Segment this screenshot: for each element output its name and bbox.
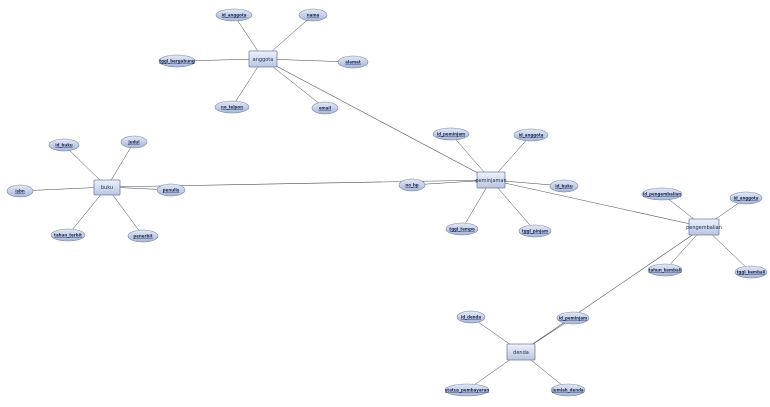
attribute-label: tggl_kembali [737, 270, 766, 275]
attribute[interactable]: judul [120, 135, 148, 149]
relationship-line[interactable] [490, 179, 705, 228]
attribute[interactable]: id_anggota [215, 8, 253, 22]
attribute-label: email [319, 106, 332, 111]
attribute-label: tahun_terbit [54, 233, 82, 238]
attribute[interactable]: jumlah_denda [550, 383, 586, 397]
attribute[interactable]: penerbit [127, 229, 159, 243]
attribute[interactable]: tggl_bergabung [158, 54, 196, 68]
attribute[interactable]: nama [298, 8, 328, 22]
attribute[interactable]: id_anggota [729, 191, 763, 205]
entity-label: pengembalian [686, 225, 722, 231]
attribute-label: id_buku [555, 184, 573, 189]
attribute[interactable]: tggl_tempo [445, 222, 479, 236]
attribute[interactable]: id_peminjam [556, 311, 590, 325]
entity-label: buku [101, 185, 113, 191]
attribute-label: no_telpon [221, 105, 243, 110]
attribute-label: id_buku [55, 143, 73, 148]
relationship-line[interactable] [520, 226, 705, 353]
attribute[interactable]: id_buku [549, 179, 579, 193]
attribute-label: jumlah_denda [551, 388, 584, 393]
attribute-label: tahun_kembali [649, 268, 683, 273]
entity-label: anggota [253, 57, 274, 63]
entity-label: peminjaman [475, 178, 506, 184]
entity-pengembalian[interactable]: pengembalian [686, 218, 722, 236]
relationship-line[interactable] [262, 58, 492, 181]
attribute-label: isbn [15, 189, 25, 194]
attribute-label: id_denda [461, 315, 482, 320]
attribute[interactable]: alamat [337, 55, 369, 69]
attribute[interactable]: penulis [156, 183, 186, 197]
attributes: id_anggota nama tggl_bergabung alamat no… [6, 8, 768, 397]
attribute-label: tggl_bergabung [159, 59, 195, 64]
attribute-label: no_hp [405, 183, 418, 188]
attribute-label: id_peminjam [559, 316, 587, 321]
attribute-label: status_pembayaran [445, 388, 489, 393]
entities: anggota buku peminjaman pengembalian den… [93, 50, 722, 361]
attribute[interactable]: tggl_pinjam [518, 224, 552, 238]
attribute-label: tggl_pinjam [522, 229, 548, 234]
relationships [106, 58, 705, 353]
attribute[interactable]: id_denda [456, 310, 486, 324]
attribute[interactable]: tahun_terbit [50, 228, 86, 242]
entity-denda[interactable]: denda [506, 343, 536, 361]
attribute-label: id_anggota [519, 133, 544, 138]
attribute-label: penulis [163, 188, 180, 193]
entity-buku[interactable]: buku [93, 179, 121, 196]
attribute-label: penerbit [133, 234, 152, 239]
attribute-label: nama [307, 13, 320, 18]
attribute[interactable]: id_buku [48, 138, 80, 152]
attribute-label: tggl_tempo [449, 227, 475, 232]
attribute[interactable]: tggl_kembali [734, 265, 768, 279]
attribute-label: id_peminjam [437, 132, 465, 137]
entity-label: denda [513, 350, 529, 356]
attribute[interactable]: no_hp [398, 178, 426, 192]
attribute[interactable]: id_peminjam [432, 127, 470, 141]
attribute-label: id_anggota [222, 13, 247, 18]
entity-anggota[interactable]: anggota [248, 50, 278, 68]
entity-peminjaman[interactable]: peminjaman [475, 171, 507, 189]
attribute-label: id_anggota [734, 196, 759, 201]
attribute[interactable]: email [311, 101, 339, 115]
attribute-label: alamat [345, 60, 361, 65]
attribute[interactable]: tahun_kembali [647, 263, 683, 277]
attribute-connectors [19, 14, 752, 391]
attribute[interactable]: isbn [6, 184, 34, 198]
attribute-label: judul [127, 140, 140, 145]
attribute[interactable]: id_anggota [513, 128, 549, 142]
attribute[interactable]: id_pengembalian [641, 187, 683, 201]
attribute[interactable]: status_pembayaran [444, 383, 490, 397]
attribute[interactable]: no_telpon [214, 100, 250, 114]
attribute-label: id_pengembalian [643, 192, 681, 197]
